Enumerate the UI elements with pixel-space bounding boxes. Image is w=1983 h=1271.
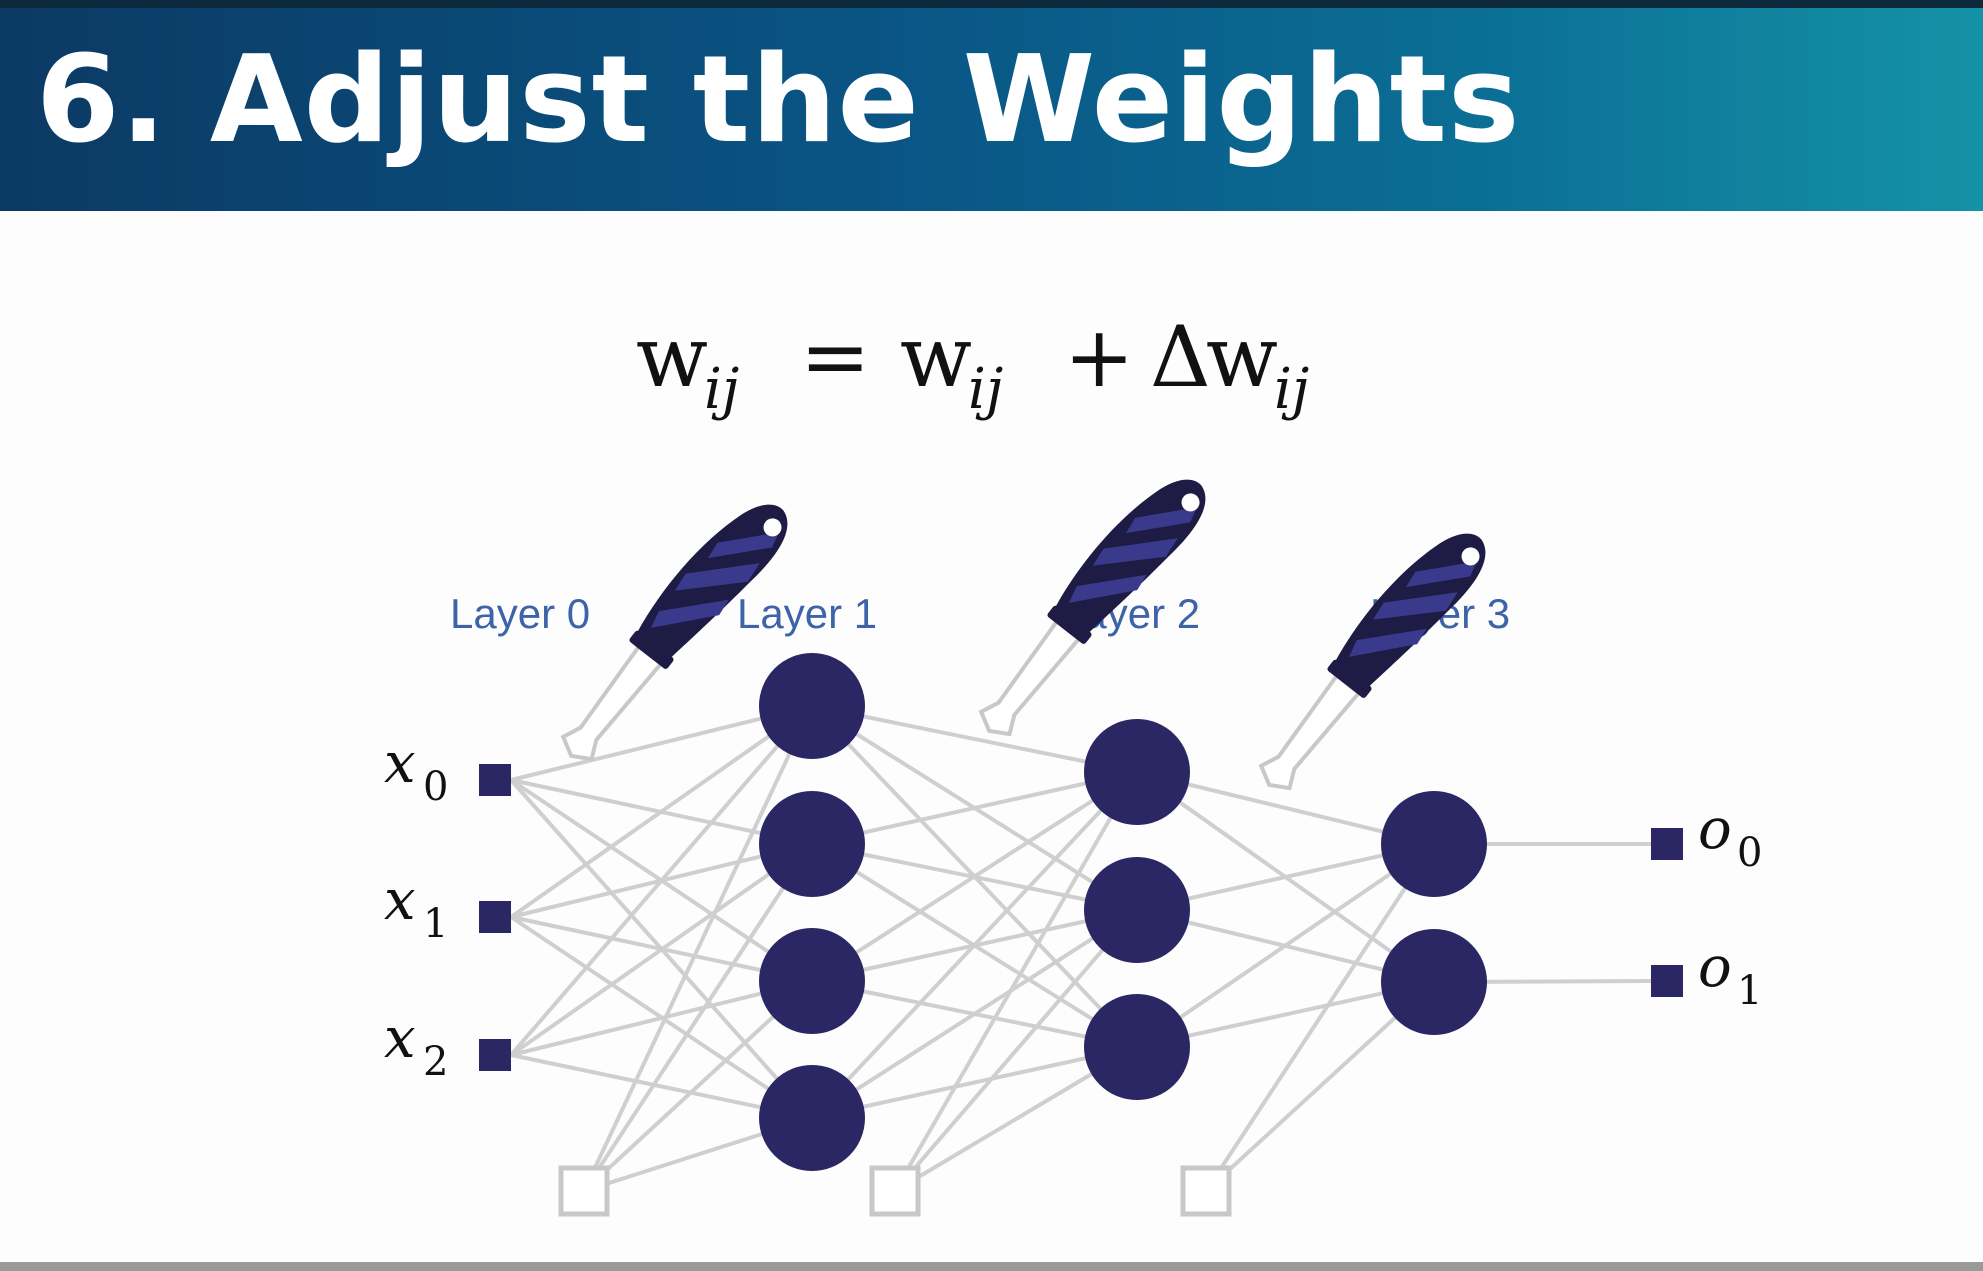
slide-title: 6. Adjust the Weights (36, 31, 1521, 170)
edge-layer0-layer1 (582, 842, 814, 1193)
edge-layer1-layer2 (810, 770, 1139, 983)
edge-layer1-layer2 (811, 704, 1138, 774)
input-node-0 (479, 764, 511, 796)
edge-layer1-layer2 (810, 908, 1139, 1120)
bias-node-0 (558, 1165, 610, 1217)
formula-w-mid: w (900, 308, 972, 406)
neurons (759, 653, 1487, 1171)
formula-sub-left: ij (704, 357, 739, 422)
output-node-0 (1651, 828, 1683, 860)
input-label-1-sub: 1 (423, 901, 448, 947)
top-edge-line (0, 0, 1983, 8)
edge-layer1-layer2 (893, 908, 1139, 1193)
output-label-1-base: o (1698, 935, 1732, 1000)
layer2-neuron-2 (1084, 994, 1190, 1100)
weight-update-formula: w ij = w ij + Δ w ij (636, 308, 1309, 422)
edge-layer2-layer3 (1135, 842, 1436, 1049)
formula-w-left: w (636, 308, 708, 406)
layer-label-0: Layer 0 (450, 590, 590, 637)
formula-sub-right: ij (1274, 357, 1309, 422)
formula-sub-mid: ij (968, 357, 1003, 422)
slide-header: 6. Adjust the Weights (0, 8, 1983, 211)
layer1-neuron-0 (759, 653, 865, 759)
layer3-neuron-0 (1381, 791, 1487, 897)
bias-nodes (558, 1165, 1232, 1217)
output-layer: o 0 o 1 (1651, 797, 1762, 1014)
formula-equals: = (800, 308, 870, 406)
formula-plus: + (1064, 308, 1134, 406)
edge-layer0-layer1 (509, 704, 814, 1057)
formula-w-right: w (1206, 308, 1278, 406)
input-node-1 (479, 901, 511, 933)
output-label-1-sub: 1 (1737, 968, 1762, 1014)
edge-layer0-layer1 (509, 842, 814, 1057)
layer2-neuron-0 (1084, 719, 1190, 825)
input-label-0-base: x (384, 731, 416, 796)
input-label-0-sub: 0 (423, 764, 448, 810)
slide-body (0, 211, 1983, 1262)
input-label-2-sub: 2 (423, 1039, 448, 1085)
layer1-neuron-3 (759, 1065, 865, 1171)
input-layer: x 0 x 1 x 2 (384, 731, 511, 1085)
connection-edges (509, 704, 1652, 1193)
output-label-0-base: o (1698, 797, 1732, 862)
edge-layer0-layer1 (509, 704, 814, 919)
edge-layer1-layer2 (811, 770, 1138, 846)
bias-node-2 (1180, 1165, 1232, 1217)
bottom-bar (0, 1262, 1983, 1271)
edge-layer1-layer2 (811, 1045, 1138, 1120)
formula-delta: Δ (1150, 308, 1211, 406)
layer1-neuron-2 (759, 928, 865, 1034)
layer3-neuron-1 (1381, 929, 1487, 1035)
output-node-1 (1651, 965, 1683, 997)
output-label-0-sub: 0 (1737, 830, 1762, 876)
input-label-2-base: x (384, 1006, 416, 1071)
edge-layer1-layer2 (810, 770, 1139, 1120)
layer2-neuron-1 (1084, 857, 1190, 963)
edge-layer0-layer1 (582, 705, 814, 1192)
edge-layer2-layer3 (1204, 842, 1436, 1193)
screwdriver-icon (1244, 509, 1500, 810)
layer-label-1: Layer 1 (737, 590, 877, 637)
layer1-neuron-1 (759, 791, 865, 897)
input-node-2 (479, 1039, 511, 1071)
bias-node-1 (869, 1165, 921, 1217)
edge-layer1-layer2 (893, 770, 1139, 1193)
input-label-1-base: x (384, 868, 416, 933)
